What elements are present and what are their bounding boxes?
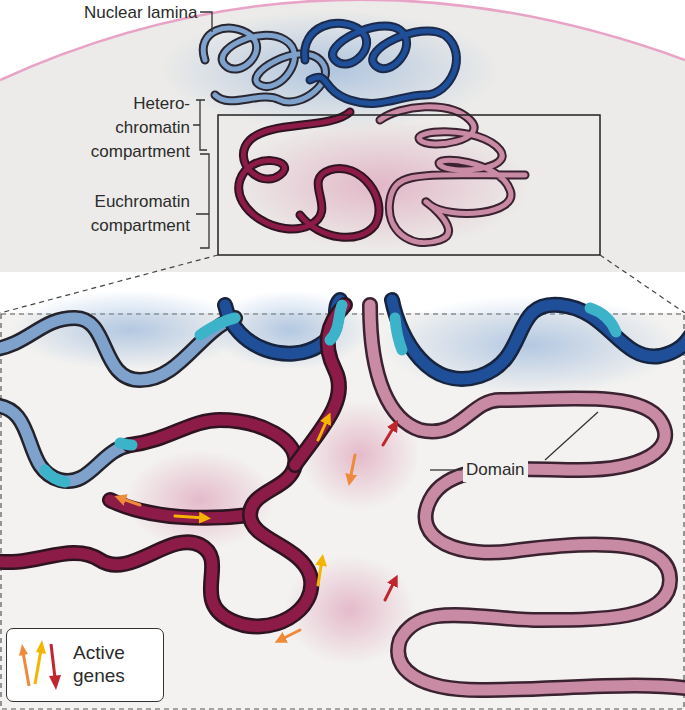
legend-label: Active genes: [73, 641, 153, 687]
compartment-label: Euchromatin compartment: [76, 190, 190, 238]
compartment-label: Hetero- chromatin compartment: [76, 92, 190, 164]
domain-label: Domain: [463, 458, 528, 482]
legend-arrows: [11, 630, 71, 700]
structure-label: Nuclear lamina: [84, 1, 199, 25]
legend-box: Active genes: [6, 628, 164, 702]
